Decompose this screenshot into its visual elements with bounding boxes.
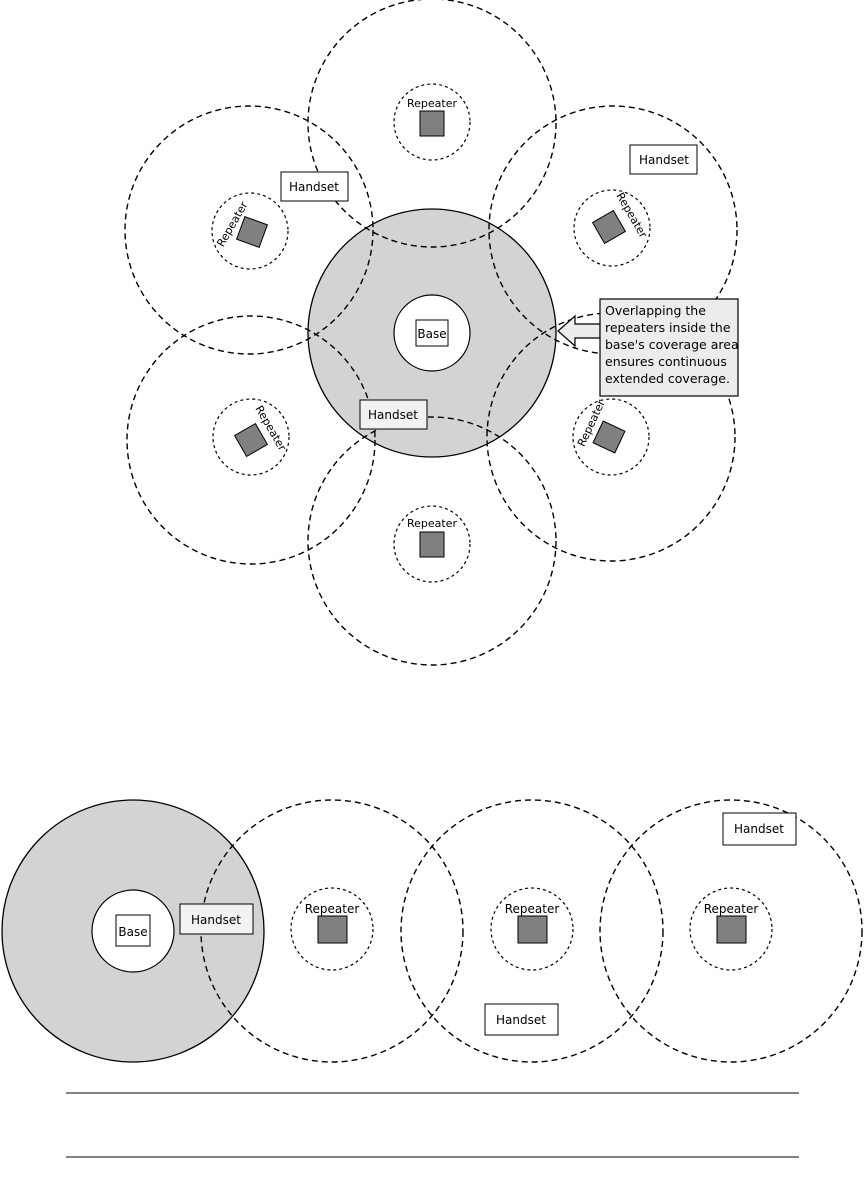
repeater-linear-2-icon bbox=[518, 916, 547, 943]
repeater-lower-left: Repeater bbox=[213, 399, 289, 475]
handset-upper-left: Handset bbox=[281, 172, 348, 201]
repeater-linear-2: Repeater bbox=[491, 888, 573, 970]
repeater-linear-1-icon bbox=[318, 916, 347, 943]
repeater-linear-1: Repeater bbox=[291, 888, 373, 970]
handset-linear-middle: Handset bbox=[485, 1004, 558, 1035]
repeater-lower-right: Repeater bbox=[573, 397, 649, 475]
repeater-linear-2-label: Repeater bbox=[505, 902, 560, 916]
repeater-top-label: Repeater bbox=[407, 97, 457, 110]
repeater-top-icon bbox=[420, 111, 444, 136]
base-label-linear: Base bbox=[118, 925, 147, 939]
callout-line-1: Overlapping the bbox=[605, 303, 706, 318]
repeater-lower-right-icon bbox=[593, 421, 625, 453]
radial-coverage-diagram: Base Repeater Repeater Repeater Repeater… bbox=[125, 0, 739, 665]
callout-arrow bbox=[558, 316, 600, 346]
repeater-bottom-label: Repeater bbox=[407, 517, 457, 530]
callout-line-3: base's coverage area bbox=[605, 337, 739, 352]
handset-linear-near-base: Handset bbox=[180, 904, 253, 934]
handset-linear-far-right-label: Handset bbox=[734, 822, 784, 836]
handset-center-label: Handset bbox=[368, 408, 418, 422]
repeater-bottom-icon bbox=[420, 532, 444, 557]
handset-linear-far-right: Handset bbox=[723, 813, 796, 845]
handset-linear-middle-label: Handset bbox=[496, 1013, 546, 1027]
base-label: Base bbox=[417, 327, 446, 341]
handset-linear-near-base-label: Handset bbox=[191, 913, 241, 927]
linear-coverage-diagram: Base Repeater Repeater Repeater Handset … bbox=[2, 800, 862, 1062]
repeater-bottom: Repeater bbox=[394, 506, 470, 582]
repeater-upper-right-icon bbox=[593, 211, 626, 244]
handset-center: Handset bbox=[360, 400, 427, 429]
callout-note: Overlapping the repeaters inside the bas… bbox=[600, 299, 739, 396]
handset-upper-left-label: Handset bbox=[289, 180, 339, 194]
repeater-top: Repeater bbox=[394, 84, 470, 160]
repeater-linear-3-icon bbox=[717, 916, 746, 943]
repeater-linear-3: Repeater bbox=[690, 888, 772, 970]
repeater-upper-left: Repeater bbox=[212, 193, 288, 269]
handset-upper-right-label: Handset bbox=[639, 153, 689, 167]
repeater-lower-left-icon bbox=[235, 424, 268, 457]
callout-line-4: ensures continuous bbox=[605, 354, 727, 369]
callout-line-2: repeaters inside the bbox=[605, 320, 731, 335]
callout-line-5: extended coverage. bbox=[605, 371, 730, 386]
handset-upper-right: Handset bbox=[630, 145, 697, 174]
repeater-linear-3-label: Repeater bbox=[704, 902, 759, 916]
repeater-linear-1-label: Repeater bbox=[305, 902, 360, 916]
repeater-upper-right: Repeater bbox=[574, 190, 650, 266]
